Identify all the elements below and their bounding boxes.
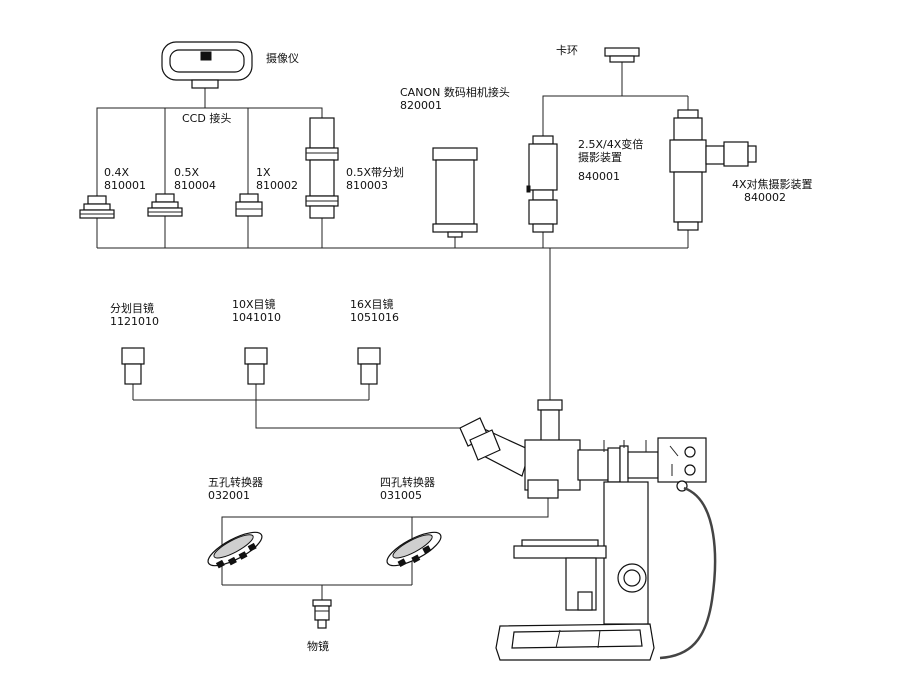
four-hole-nosepiece-icon — [386, 531, 442, 568]
five-hole-nosepiece-icon — [207, 531, 263, 569]
canon-adapter-icon — [432, 147, 478, 238]
eyepiece-16x-icon — [357, 347, 381, 385]
camera-icon — [161, 41, 253, 89]
clamp-ring-icon — [604, 47, 640, 63]
zoom-photo-device-icon — [526, 135, 558, 233]
adapter-05x-reticle-icon — [305, 117, 339, 219]
clamp-ring-label: 卡环 — [556, 44, 578, 57]
ccd-label: CCD 接头 — [182, 112, 232, 125]
eyepiece-10x-icon — [244, 347, 268, 385]
adapter-04x-icon — [79, 195, 115, 219]
focus-photo-device-icon — [669, 109, 757, 231]
objective-label: 物镜 — [307, 640, 329, 653]
microscope-icon — [459, 399, 717, 661]
adapter-05x-icon — [147, 193, 183, 217]
adapter-1x-icon — [235, 193, 263, 217]
camera-label: 摄像仪 — [266, 52, 299, 65]
eyepiece-reticle-icon — [121, 347, 145, 385]
objective-icon — [312, 599, 332, 629]
